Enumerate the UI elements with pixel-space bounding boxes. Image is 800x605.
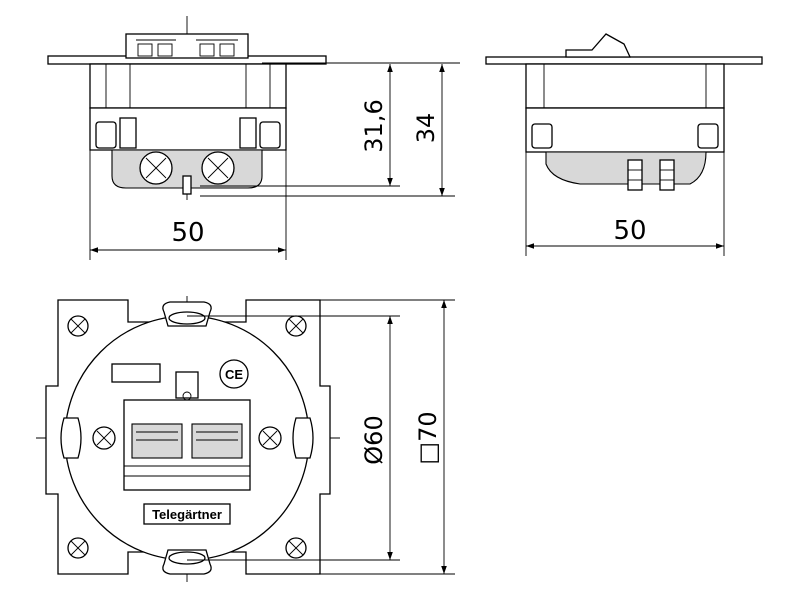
- side-width-label: 50: [613, 216, 646, 246]
- front-height-inner-label: 31,6: [360, 99, 388, 152]
- front-height-outer-label: 34: [412, 113, 440, 144]
- side-view: 50: [485, 33, 763, 256]
- diameter-label: Ø60: [360, 415, 388, 464]
- square-label: □70: [414, 411, 442, 464]
- front-width-label: 50: [171, 218, 204, 248]
- corner-screw-holes: [67, 315, 307, 559]
- rj45-dual-port: [123, 399, 251, 491]
- ce-mark: CE: [225, 367, 243, 382]
- brand-label: Telegärtner: [152, 507, 222, 522]
- top-view: CE Telegärtner Ø60: [36, 296, 455, 582]
- front-view: 50 31,6 34: [47, 16, 460, 260]
